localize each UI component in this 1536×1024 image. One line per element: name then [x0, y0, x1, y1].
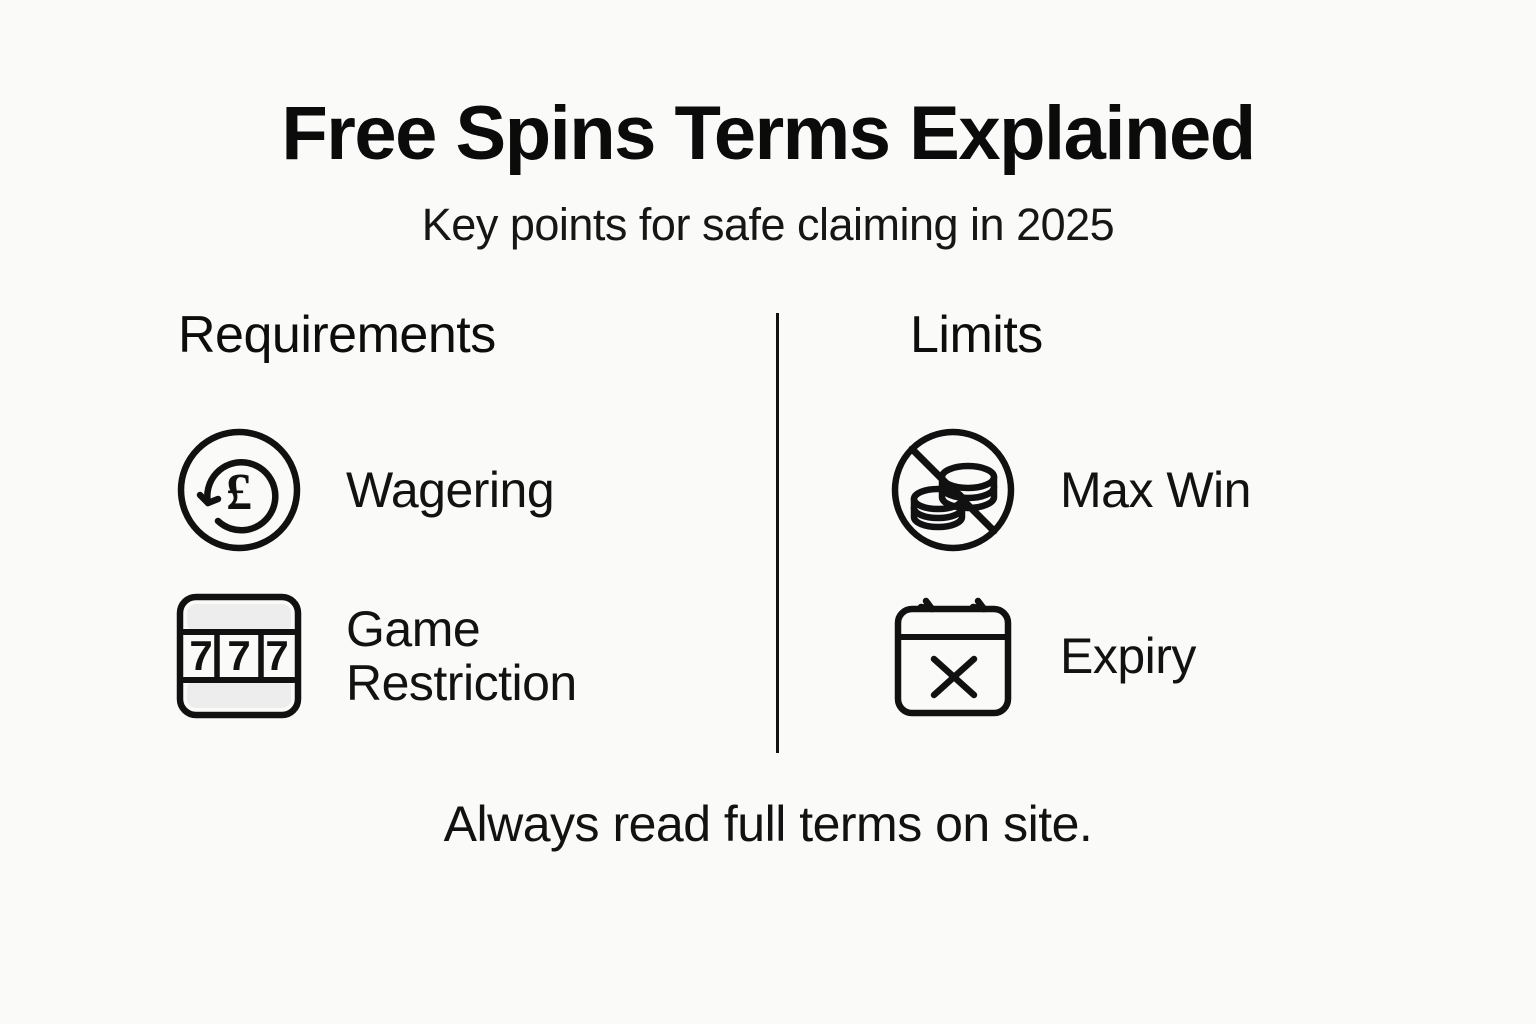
svg-text:7: 7: [227, 632, 250, 679]
column-heading-limits: Limits: [910, 306, 1043, 364]
calendar-x-icon: [888, 591, 1018, 721]
no-coins-icon: [888, 425, 1018, 555]
list-item-game-restriction[interactable]: 7 7 7 Game Restriction: [174, 591, 768, 721]
slot-machine-777-icon: 7 7 7: [174, 591, 304, 721]
column-heading-requirements: Requirements: [178, 306, 496, 364]
svg-text:7: 7: [265, 632, 288, 679]
svg-text:£: £: [226, 464, 252, 521]
column-limits: Limits: [768, 309, 1386, 721]
list-item-label: Expiry: [1060, 628, 1196, 684]
footer-note: Always read full terms on site.: [443, 796, 1093, 852]
limits-item-list: Max Win Expiry: [888, 425, 1386, 721]
column-requirements: Requirements £ Wagering: [150, 309, 768, 721]
list-item-expiry[interactable]: Expiry: [888, 591, 1386, 721]
requirements-item-list: £ Wagering: [174, 425, 768, 721]
list-item-wagering[interactable]: £ Wagering: [174, 425, 768, 555]
page-subtitle: Key points for safe claiming in 2025: [421, 199, 1115, 250]
column-divider: [776, 313, 779, 753]
list-item-label: Max Win: [1060, 462, 1251, 518]
columns-container: Requirements £ Wagering: [150, 309, 1386, 753]
list-item-label: Wagering: [346, 462, 555, 518]
svg-text:7: 7: [189, 632, 212, 679]
pound-coin-refresh-icon: £: [174, 425, 304, 555]
list-item-label: Game Restriction: [346, 601, 577, 711]
list-item-max-win[interactable]: Max Win: [888, 425, 1386, 555]
page-title: Free Spins Terms Explained: [281, 91, 1256, 176]
